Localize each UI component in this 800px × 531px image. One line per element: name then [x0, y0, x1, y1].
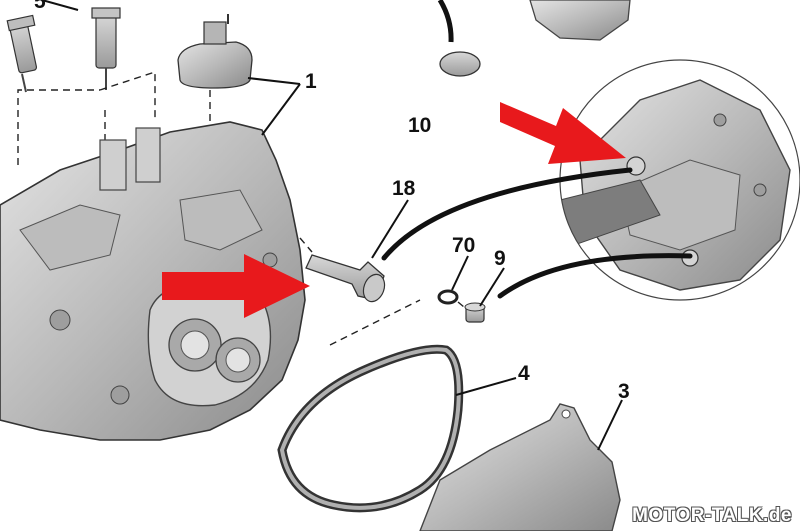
cap-part-9 [464, 302, 486, 323]
callout-70: 70 [452, 234, 475, 257]
watermark: MOTOR-TALK.de [632, 505, 792, 526]
callout-9: 9 [494, 247, 506, 270]
ring-part-70 [437, 289, 459, 305]
red-arrow-left [162, 254, 310, 318]
callout-4: 4 [518, 362, 530, 385]
leader-lines [247, 77, 623, 451]
detail-connector-lines [381, 167, 693, 299]
gasket-part-4 [277, 344, 464, 513]
boot-part [177, 14, 253, 89]
zoom-detail-view [559, 59, 800, 301]
pin-part-18 [305, 254, 386, 303]
callout-18: 18 [392, 177, 416, 200]
red-arrow-right [500, 102, 626, 164]
top-right-part [529, 0, 631, 41]
sensor-part [91, 7, 121, 90]
callout-3: 3 [618, 380, 630, 403]
plug-part-10 [437, 0, 481, 77]
callout-5: 5 [34, 0, 46, 13]
cover-part-3 [419, 403, 621, 531]
assembly-dashed-lines [17, 71, 471, 346]
callout-1: 1 [305, 70, 317, 93]
sensor-part-5 [6, 0, 79, 93]
callout-10: 10 [408, 114, 431, 137]
gearbox-housing [0, 121, 306, 441]
